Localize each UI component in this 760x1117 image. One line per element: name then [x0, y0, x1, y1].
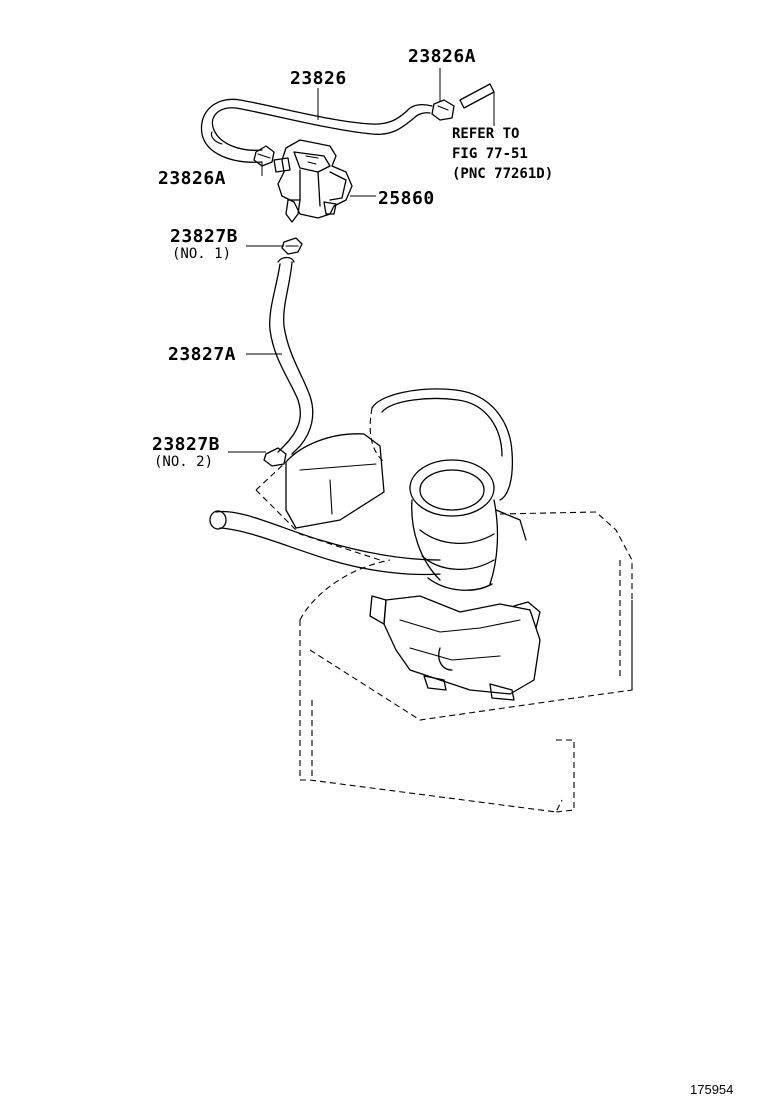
leader-lines [228, 68, 495, 453]
label-23827b-no2-sub: (NO. 2) [154, 454, 214, 470]
reference-line-2: FIG 77-51 [452, 146, 528, 162]
engine-assembly [209, 388, 633, 813]
label-23827b-no2: 23827B [152, 434, 221, 455]
reference-line-3: (PNC 77261D) [452, 166, 554, 182]
label-23827b-no1-sub: (NO. 1) [172, 246, 232, 262]
label-23826a-right: 23826A [408, 46, 477, 67]
reference-line-1: REFER TO [452, 126, 520, 142]
illustration-number: 175954 [690, 1082, 734, 1097]
label-25860: 25860 [378, 188, 435, 209]
label-23827a: 23827A [168, 344, 237, 365]
clip-23827b-no1 [281, 237, 303, 255]
label-23826: 23826 [290, 68, 347, 89]
clamp-23826a-left [253, 145, 275, 167]
clip-23827b-no2 [263, 447, 287, 467]
clamp-23826a-right [431, 99, 455, 121]
label-23827b-no1: 23827B [170, 226, 239, 247]
hose-23827a [269, 256, 314, 455]
reference-note: REFER TO FIG 77-51 (PNC 77261D) [452, 124, 553, 184]
pipe-to-fig [459, 83, 495, 109]
label-23826a-left: 23826A [158, 168, 227, 189]
vsv-25860 [273, 139, 353, 223]
hose-23826 [200, 98, 433, 163]
